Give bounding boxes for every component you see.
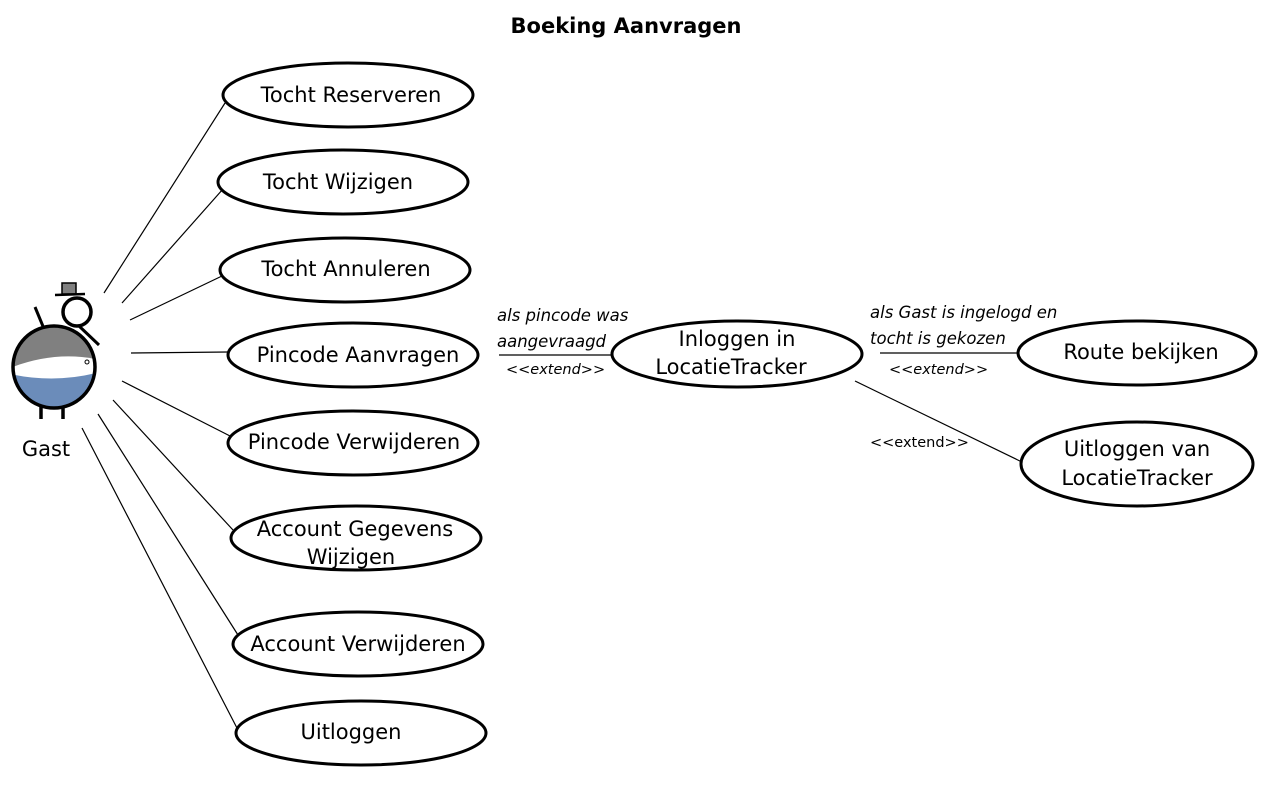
use-case-label: Wijzigen: [307, 545, 395, 569]
extend-line-uitloggen: [854, 380, 1025, 464]
use-case-label: Uitloggen: [300, 720, 401, 744]
actor-person-icon[interactable]: [10, 282, 101, 420]
extend-condition-text: als Gast is ingelogd en: [870, 303, 1057, 322]
diagram-title: Boeking Aanvragen: [511, 14, 742, 38]
use-case-account-gegevens-wijzigen[interactable]: Account Gegevens Wijzigen: [229, 504, 483, 572]
use-case-label: Pincode Aanvragen: [257, 343, 460, 367]
use-case-uitloggen[interactable]: Uitloggen: [234, 699, 488, 767]
use-case-label: Inloggen in: [679, 327, 796, 351]
use-case-label: Pincode Verwijderen: [248, 430, 460, 454]
association-line: [112, 399, 234, 531]
use-case-label: Tocht Annuleren: [260, 257, 430, 281]
use-case-tocht-wijzigen[interactable]: Tocht Wijzigen: [216, 148, 470, 216]
use-case-inloggen-locatietracker[interactable]: Inloggen in LocatieTracker: [610, 319, 864, 389]
use-case-label: Tocht Wijzigen: [262, 170, 413, 194]
use-case-label: Tocht Reserveren: [260, 83, 442, 107]
use-case-label: LocatieTracker: [655, 355, 807, 379]
use-case-pincode-aanvragen[interactable]: Pincode Aanvragen: [226, 321, 480, 389]
actor-label: Gast: [22, 437, 70, 461]
use-case-route-bekijken[interactable]: Route bekijken: [1016, 319, 1258, 387]
use-case-tocht-annuleren[interactable]: Tocht Annuleren: [218, 236, 472, 304]
use-case-label: Account Gegevens: [257, 517, 454, 541]
extend-condition-text: als pincode was: [497, 306, 629, 325]
use-case-account-verwijderen[interactable]: Account Verwijderen: [231, 610, 485, 678]
use-case-label: Uitloggen van: [1064, 437, 1210, 461]
associations: [81, 102, 239, 731]
association-line: [121, 380, 233, 438]
extend-stereotype: <<extend>>: [889, 362, 988, 378]
extend-condition-text: tocht is gekozen: [870, 329, 1006, 348]
use-case-uitloggen-locatietracker[interactable]: Uitloggen van LocatieTracker: [1019, 420, 1255, 508]
association-line: [97, 413, 239, 636]
extend-stereotype: <<extend>>: [506, 362, 605, 378]
association-line: [81, 427, 239, 731]
extend-stereotype: <<extend>>: [870, 435, 969, 451]
extend-condition-text: aangevraagd: [497, 332, 607, 351]
extend-relations: [499, 352, 1025, 464]
association-line: [121, 188, 224, 304]
association-line: [129, 275, 223, 321]
use-case-label: Account Verwijderen: [250, 632, 465, 656]
association-line: [103, 102, 226, 294]
use-case-tocht-reserveren[interactable]: Tocht Reserveren: [221, 61, 475, 129]
use-case-label: LocatieTracker: [1061, 466, 1213, 490]
use-case-label: Route bekijken: [1063, 340, 1218, 364]
use-case-pincode-verwijderen[interactable]: Pincode Verwijderen: [226, 409, 480, 477]
association-line: [130, 351, 229, 354]
